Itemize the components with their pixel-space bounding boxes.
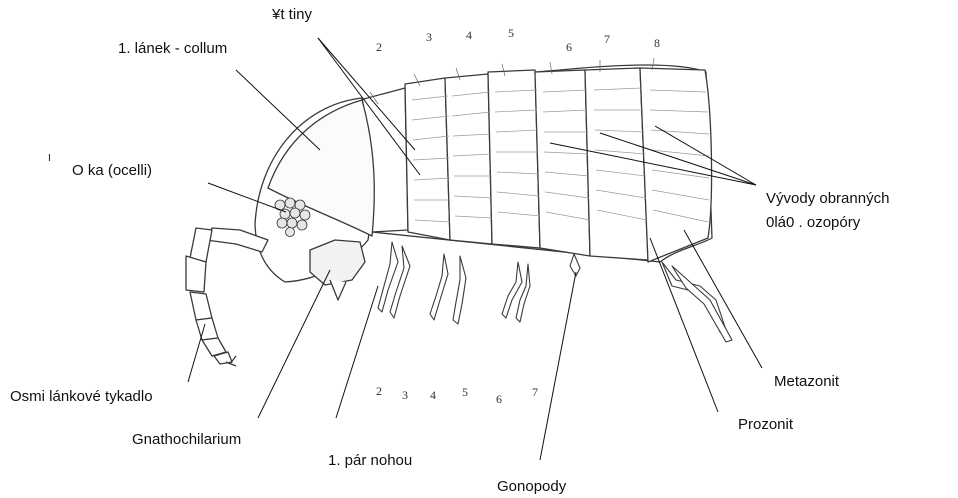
segment-7: [585, 68, 648, 260]
gnathochilarium-shape: [310, 240, 365, 285]
segment-number: 6: [566, 40, 572, 55]
label-prozonit: Prozonit: [738, 416, 793, 434]
segment-number: 3: [426, 30, 432, 45]
label-eyes: O ka (ocelli): [72, 162, 152, 180]
segment-4: [445, 74, 492, 244]
label-gonopody: Gonopody: [497, 478, 566, 496]
leg-number: 7: [532, 385, 538, 400]
millipede-illustration: [186, 58, 732, 366]
segment-6: [535, 70, 590, 256]
leader-collum: [236, 70, 320, 150]
segment-8: [640, 68, 712, 262]
leader-gonopody: [540, 272, 576, 460]
mouthpart-tip: [330, 280, 346, 300]
leader-antenna: [188, 324, 205, 382]
segment-number: 5: [508, 26, 514, 41]
label-collum: 1. lánek - collum: [118, 40, 227, 58]
leg-number: 6: [496, 392, 502, 407]
label-glands-line2: 0lá0 . ozopóry: [766, 214, 860, 232]
label-first-legs: 1. pár nohou: [328, 452, 412, 470]
leg-number: 3: [402, 388, 408, 403]
leader-first-legs: [336, 286, 378, 418]
legs: [378, 242, 732, 342]
label-gnathochilarium: Gnathochilarium: [132, 431, 241, 449]
leg-number: 4: [430, 388, 436, 403]
label-spines: ¥t tiny: [272, 6, 312, 24]
leader-prozonit: [650, 238, 718, 412]
leader-metazonit: [684, 230, 762, 368]
label-antenna: Osmi lánkové tykadlo: [10, 388, 153, 406]
label-glands-line1: Vývody obranných: [766, 190, 889, 208]
leg-number: 2: [376, 384, 382, 399]
label-eyes-mark: I: [48, 150, 51, 168]
label-metazonit: Metazonit: [774, 373, 839, 391]
leader-gnathochilarium: [258, 270, 330, 418]
segment-number: 8: [654, 36, 660, 51]
segment-number: 2: [376, 40, 382, 55]
segment-number: 7: [604, 32, 610, 47]
segment-number: 4: [466, 28, 472, 43]
segment-5: [488, 70, 540, 248]
leg-number: 5: [462, 385, 468, 400]
